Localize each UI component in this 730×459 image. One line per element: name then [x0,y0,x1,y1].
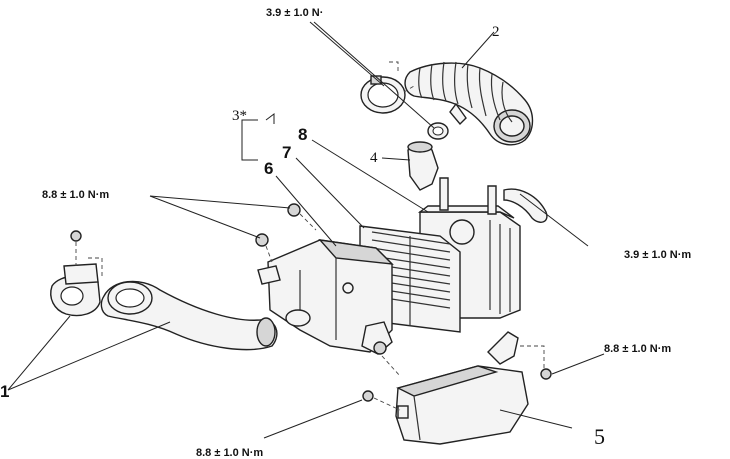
torque-label-bolts-left: 8.8 ± 1.0 N·m [42,189,109,201]
torque-label-clamp-top: 3.9 ± 1.0 N· [266,7,323,19]
part-number-5: 5 [594,424,605,449]
part-number-7: 7 [282,143,291,162]
hose-clamp [360,61,415,114]
leader-lines [7,21,605,439]
mounting-bracket [50,230,103,317]
torque-label-nut-bottom: 8.8 ± 1.0 N·m [196,447,263,459]
part-number-1: 1 [0,382,9,401]
bolts-upper [255,203,317,263]
intake-hose-part-2 [404,61,534,146]
part-number-4: 4 [370,150,378,166]
torque-label-bolt-resonator: 8.8 ± 1.0 N·m [604,343,671,355]
part-number-3: 3* [232,108,247,124]
torque-label-clamp-right: 3.9 ± 1.0 N·m [624,249,691,261]
part-number-2: 2 [492,24,500,40]
part-number-6: 6 [264,159,273,178]
part-number-8: 8 [298,125,307,144]
resonator-part-5 [362,331,552,445]
air-cleaner-case-part-6 [257,239,394,355]
elbow-pipe-part-4 [407,141,439,191]
intake-duct-part-1 [100,280,278,351]
